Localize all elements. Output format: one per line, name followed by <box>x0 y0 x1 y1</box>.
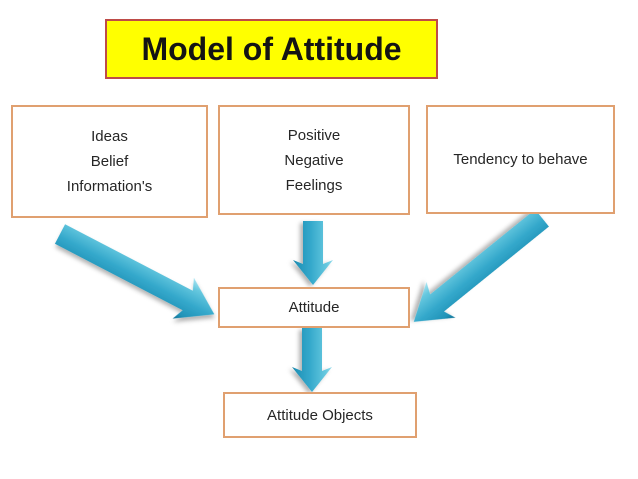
box-ideas-belief-informations: Ideas Belief Information's <box>11 105 208 218</box>
attitude-to-objects-arrow <box>292 328 332 392</box>
box-attitude-objects: Attitude Objects <box>223 392 417 438</box>
box-line: Attitude Objects <box>267 406 373 424</box>
box-line: Information's <box>66 178 153 195</box>
slide-title: Model of Attitude <box>141 30 402 67</box>
box-line: Belief <box>90 153 129 170</box>
box-line: Tendency to behave <box>453 151 588 168</box>
feelings-to-attitude-arrow <box>293 221 333 285</box>
slide-title-box: Model of Attitude <box>105 19 438 79</box>
box-line: Attitude <box>288 299 340 316</box>
tendency-to-attitude-arrow <box>413 209 549 322</box>
box-positive-negative-feelings: Positive Negative Feelings <box>218 105 410 215</box>
box-tendency-to-behave: Tendency to behave <box>426 105 615 214</box>
box-line: Negative <box>284 151 344 169</box>
box-line: Feelings <box>285 176 343 194</box>
box-attitude: Attitude <box>218 287 410 328</box>
ideas-to-attitude-arrow <box>54 224 215 319</box>
box-line: Ideas <box>91 128 128 145</box>
box-line: Positive <box>287 126 341 144</box>
